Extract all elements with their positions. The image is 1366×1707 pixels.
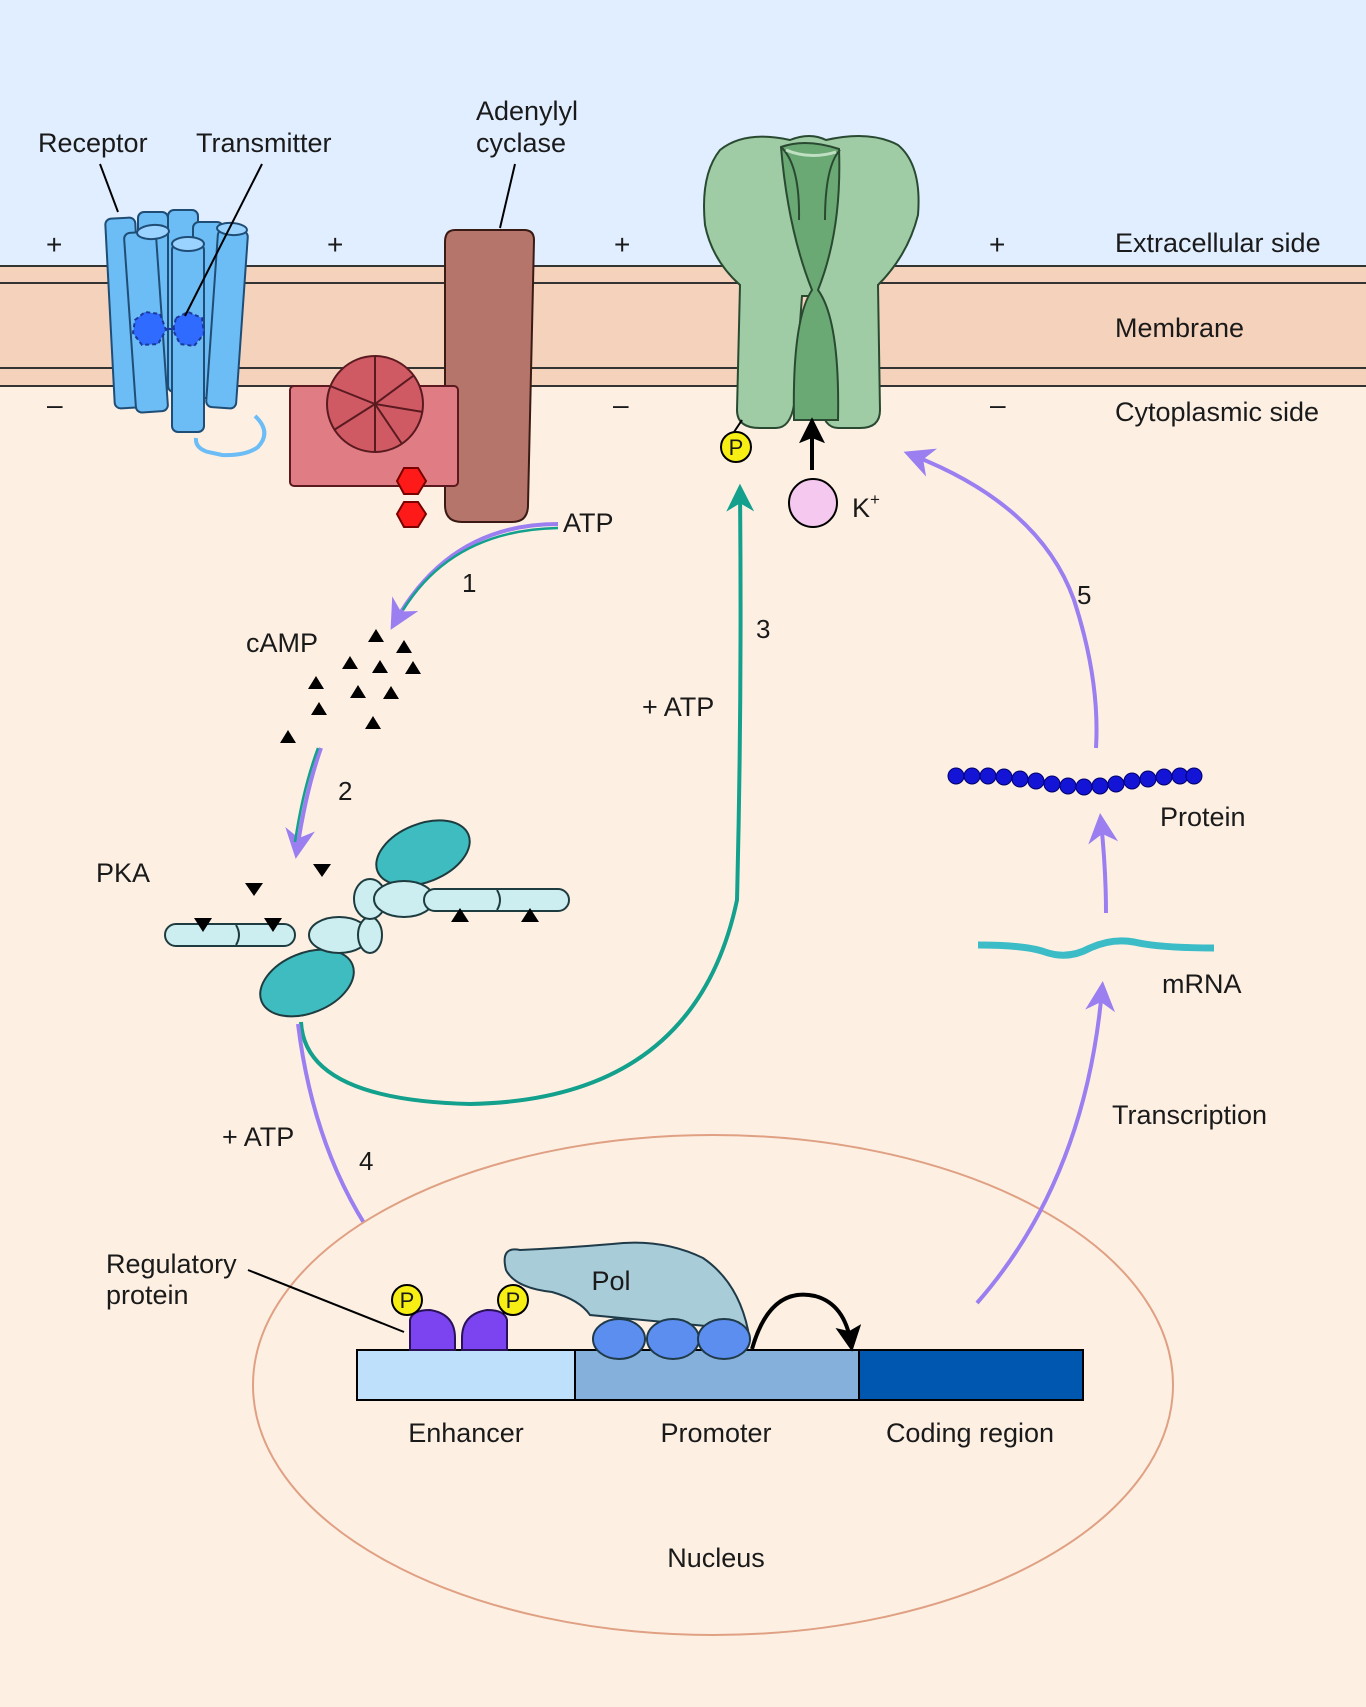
pka-icon <box>164 819 570 1018</box>
step-5-arrow <box>903 448 1099 749</box>
step-1-label: 1 <box>462 568 476 598</box>
regulatory-phosphate-left: P <box>391 1284 423 1316</box>
regulatory-leader-line <box>247 1269 405 1333</box>
minus-sign: – <box>613 389 629 420</box>
mrna-strand <box>977 937 1215 959</box>
coding-region <box>858 1349 1084 1401</box>
transcription-label: Transcription <box>1112 1100 1267 1130</box>
transcription-arrow <box>975 981 1116 1305</box>
step-4-label: 4 <box>359 1146 373 1176</box>
transmitter-leader-line <box>184 163 263 317</box>
phosphate-label: P <box>729 435 744 460</box>
regulatory-phosphate-right: P <box>497 1284 529 1316</box>
plus-sign: + <box>46 229 62 260</box>
step-5-label: 5 <box>1077 580 1091 610</box>
enhancer-region <box>356 1349 576 1401</box>
phosphate-label: P <box>506 1288 521 1313</box>
channel-phosphate-icon: P <box>720 419 752 463</box>
plus-atp-label-4: + ATP <box>222 1122 294 1152</box>
rna-polymerase-icon <box>503 1241 751 1360</box>
receptor-leader-line <box>99 163 119 213</box>
mrna-label: mRNA <box>1162 969 1242 999</box>
receptor-label: Receptor <box>38 128 148 158</box>
step-2-arrow <box>285 747 323 859</box>
atp-label: ATP <box>563 508 614 538</box>
adenylyl-leader-line <box>499 163 516 229</box>
pol-label: Pol <box>591 1266 630 1296</box>
potassium-label: K+ <box>852 490 880 523</box>
transmitter-icon <box>131 310 206 348</box>
membrane-label: Membrane <box>1115 313 1244 343</box>
promoter-label: Promoter <box>660 1418 771 1448</box>
g-protein-icon <box>289 355 459 528</box>
camp-label: cAMP <box>246 628 318 658</box>
step-2-label: 2 <box>338 776 352 806</box>
step-3-arrow <box>299 483 755 1107</box>
plus-sign: + <box>614 229 630 260</box>
potassium-channel-icon <box>703 135 920 429</box>
nucleus-label: Nucleus <box>667 1543 765 1573</box>
adenylyl-cyclase-icon <box>444 229 536 523</box>
step-3-label: 3 <box>756 614 770 644</box>
translation-arrow <box>1088 813 1119 914</box>
regulatory-protein-icon <box>407 1303 511 1351</box>
protein-label: Protein <box>1160 802 1246 832</box>
transmitter-label: Transmitter <box>196 128 332 158</box>
protein-chain <box>947 767 1203 796</box>
cytoplasmic-side-label: Cytoplasmic side <box>1115 397 1319 427</box>
minus-sign: – <box>47 389 63 420</box>
plus-atp-label-3: + ATP <box>642 692 714 722</box>
enhancer-label: Enhancer <box>408 1418 524 1448</box>
step-2-arrow-teal-edge <box>293 747 320 843</box>
step-1-arrow-teal-edge <box>401 526 559 611</box>
coding-region-label: Coding region <box>886 1418 1054 1448</box>
pka-label: PKA <box>96 858 150 888</box>
potassium-ion-icon <box>788 478 838 528</box>
plus-sign: + <box>989 229 1005 260</box>
transcription-start-arrow <box>750 1292 862 1352</box>
extracellular-side-label: Extracellular side <box>1115 228 1321 258</box>
plus-sign: + <box>327 229 343 260</box>
pka-bound-camp <box>194 864 539 932</box>
phosphate-label: P <box>400 1288 415 1313</box>
camp-molecules <box>280 629 421 743</box>
minus-sign: – <box>990 389 1006 420</box>
